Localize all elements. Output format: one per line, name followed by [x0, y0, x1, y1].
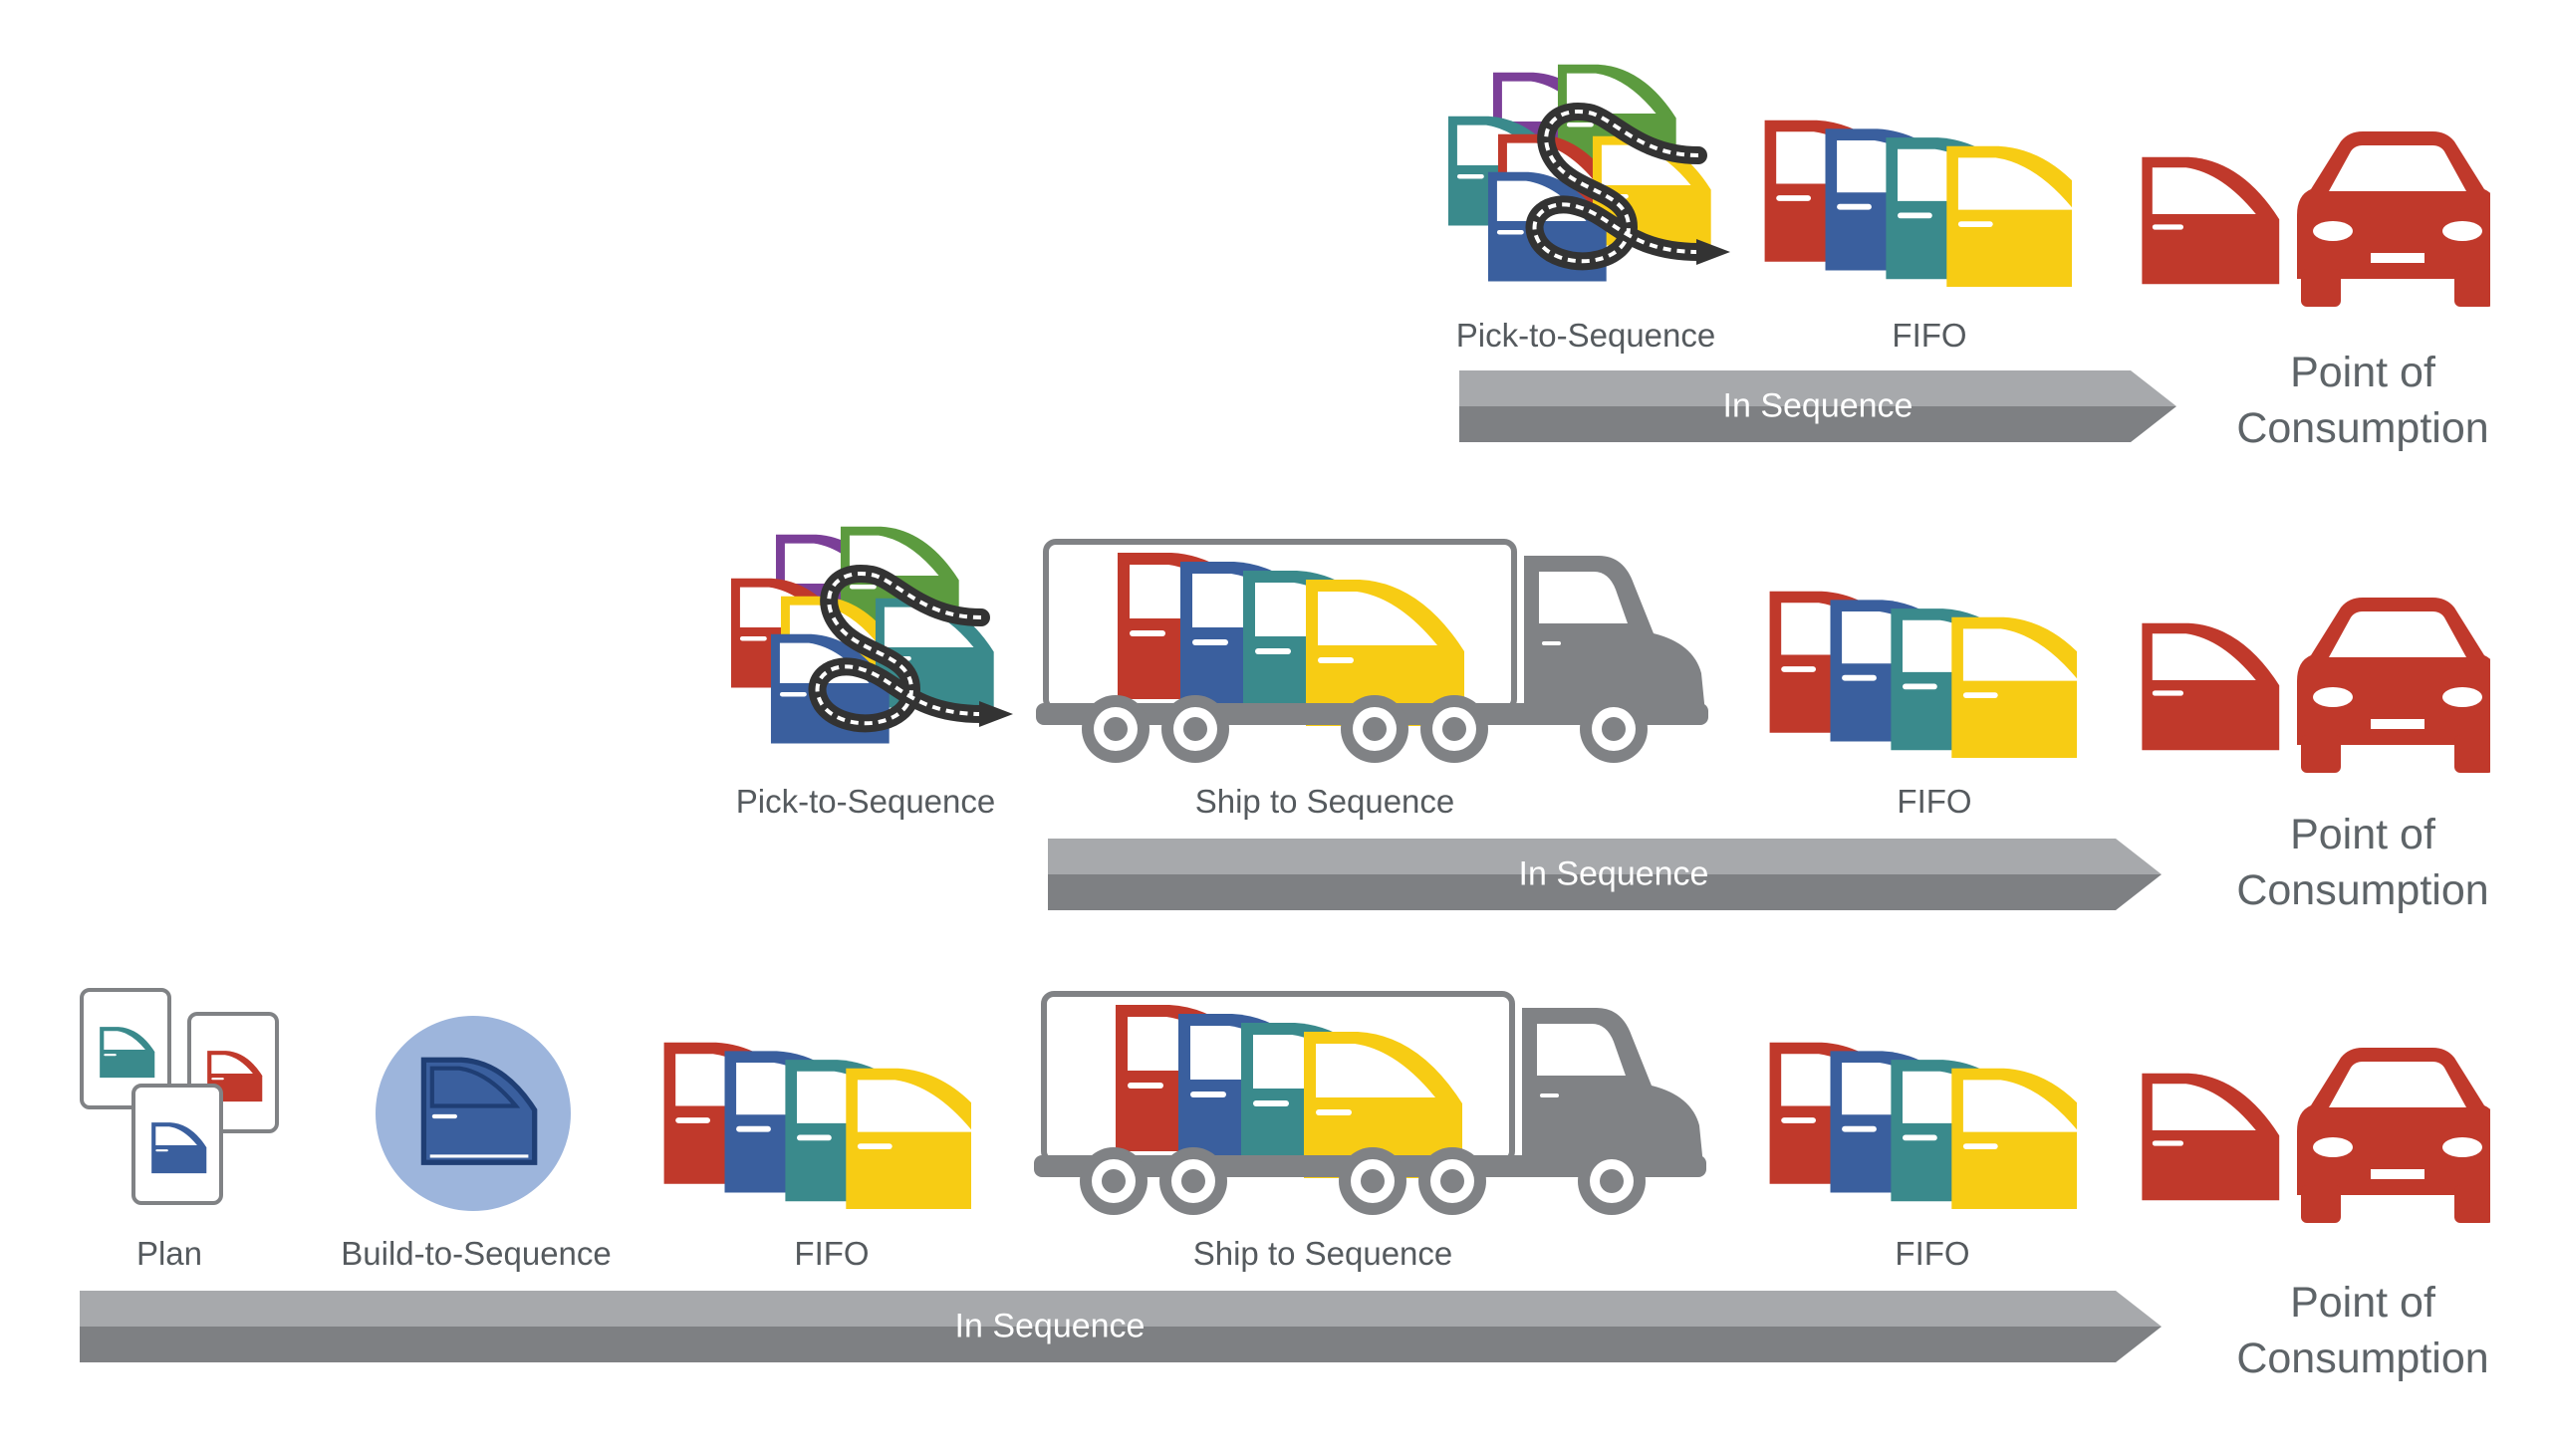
mini-door: [151, 1122, 207, 1174]
pick-to-sequence-icon: [730, 526, 1013, 744]
step-label-plan: Plan: [135, 1235, 203, 1272]
wheel: [1339, 1147, 1406, 1215]
step-label-ship-to-sequence: Ship to Sequence: [1192, 1235, 1453, 1272]
point-of-consumption: Point of Consumption: [2236, 345, 2488, 456]
step-label-pick-to-sequence: Pick-to-Sequence: [1455, 317, 1716, 354]
open-door: [2142, 1073, 2280, 1201]
car-with-open-door-icon: [2142, 598, 2490, 773]
step-label-fifo: FIFO: [794, 1235, 870, 1272]
wheel: [1341, 695, 1408, 763]
arrow-label: In Sequence: [954, 1307, 1146, 1345]
step-label-fifo: FIFO: [1895, 1235, 1970, 1272]
in-sequence-arrow: [1048, 839, 2162, 910]
mini-door: [100, 1027, 155, 1079]
point-of-consumption: Point of Consumption: [2236, 807, 2488, 918]
door-yellow: [1306, 580, 1464, 726]
car-front: [2297, 131, 2490, 307]
fifo-doors-icon: [1769, 591, 2077, 758]
poc-line-2: Consumption: [2236, 1335, 2489, 1382]
arrow-label: In Sequence: [1518, 854, 1709, 893]
plan-card-blue: [131, 1084, 223, 1205]
delivery-truck-icon: [1034, 991, 1706, 1215]
poc-line-1: Point of: [2290, 811, 2435, 858]
sequence-arrowhead: [979, 701, 1013, 727]
door-yellow: [1951, 616, 2077, 758]
fifo-doors-icon: [1769, 1042, 2077, 1209]
arrow-upper: [1459, 370, 2176, 406]
arrow-lower: [1459, 406, 2176, 442]
arrow-lower: [80, 1327, 2162, 1362]
cargo-doors: [1116, 1005, 1462, 1178]
point-of-consumption: Point of Consumption: [2236, 1275, 2488, 1386]
wheel: [1159, 1147, 1227, 1215]
in-sequence-arrow: [1459, 370, 2176, 442]
wheel: [1161, 695, 1229, 763]
step-label-build-to-sequence: Build-to-Sequence: [341, 1235, 612, 1272]
door-yellow: [846, 1068, 971, 1209]
wheel: [1420, 695, 1488, 763]
plan-cards-icon: [80, 988, 279, 1205]
in-sequence-arrow: [80, 1291, 2162, 1362]
arrow-label: In Sequence: [1722, 386, 1913, 425]
car-with-open-door-icon: [2142, 1048, 2490, 1223]
step-label-ship-to-sequence: Ship to Sequence: [1194, 783, 1455, 820]
cargo-doors: [1118, 553, 1464, 726]
step-label-fifo: FIFO: [1897, 783, 1972, 820]
open-door: [2142, 156, 2280, 285]
delivery-truck-icon: [1036, 539, 1708, 763]
wheel: [1578, 1147, 1646, 1215]
open-door: [2142, 622, 2280, 751]
cab-window: [1537, 1024, 1626, 1076]
step-label-fifo: FIFO: [1892, 317, 1967, 354]
fifo-doors-icon: [1764, 120, 2072, 287]
door-yellow: [1951, 1068, 2077, 1209]
door-yellow: [1304, 1032, 1462, 1178]
wheel: [1080, 1147, 1148, 1215]
car-with-open-door-icon: [2142, 131, 2490, 307]
fifo-doors-icon: [663, 1042, 971, 1209]
arrow-upper: [80, 1291, 2162, 1327]
build-to-sequence-icon: [376, 1016, 571, 1211]
wheel: [1082, 695, 1149, 763]
arrow-lower: [1048, 874, 2162, 910]
poc-line-1: Point of: [2290, 1279, 2435, 1327]
car-front: [2297, 598, 2490, 773]
step-label-pick-to-sequence: Pick-to-Sequence: [735, 783, 996, 820]
cab-window: [1539, 572, 1628, 623]
car-front: [2297, 1048, 2490, 1223]
sequence-arrowhead: [1696, 239, 1730, 265]
arrow-upper: [1048, 839, 2162, 874]
wheel: [1418, 1147, 1486, 1215]
door-yellow: [1946, 145, 2072, 287]
plan-card-teal: [80, 988, 171, 1109]
poc-line-2: Consumption: [2236, 866, 2489, 914]
wheel: [1580, 695, 1648, 763]
poc-line-2: Consumption: [2236, 404, 2489, 452]
pick-to-sequence-icon: [1447, 64, 1730, 282]
poc-line-1: Point of: [2290, 349, 2435, 396]
